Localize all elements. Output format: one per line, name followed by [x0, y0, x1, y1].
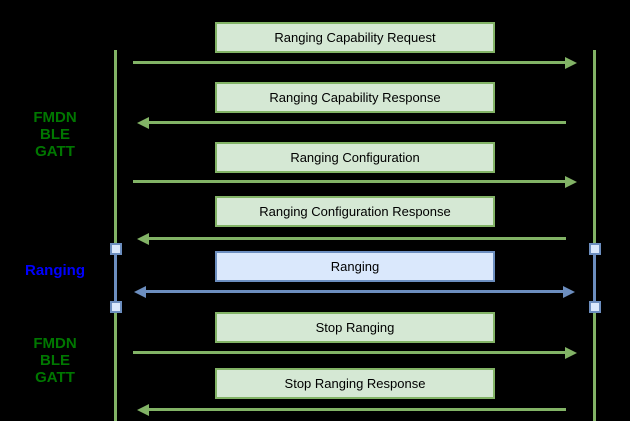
- message-box-ranging-configuration-response: Ranging Configuration Response: [215, 196, 495, 227]
- arrow-bidirectional: [134, 285, 575, 298]
- message-box-stop-ranging: Stop Ranging: [215, 312, 495, 343]
- section-label-line: BLE: [40, 352, 70, 369]
- right-lifeline: [593, 50, 596, 421]
- section-label-line: Ranging: [25, 262, 85, 279]
- ranging-activation-left: [114, 249, 117, 307]
- message-box-stop-ranging-response: Stop Ranging Response: [215, 368, 495, 399]
- section-label-fmdn-ble-gatt-bottom: FMDN BLE GATT: [0, 335, 110, 386]
- section-label-ranging: Ranging: [0, 262, 110, 279]
- arrow-left: [137, 116, 566, 129]
- message-box-ranging-capability-response: Ranging Capability Response: [215, 82, 495, 113]
- activation-endpoint: [110, 243, 122, 255]
- ranging-activation-right: [593, 249, 596, 307]
- section-label-line: GATT: [35, 369, 75, 386]
- activation-endpoint: [110, 301, 122, 313]
- arrow-left: [137, 403, 566, 416]
- left-lifeline: [114, 50, 117, 421]
- activation-endpoint: [589, 301, 601, 313]
- activation-endpoint: [589, 243, 601, 255]
- section-label-line: GATT: [35, 143, 75, 160]
- arrow-right: [133, 346, 577, 359]
- message-box-ranging: Ranging: [215, 251, 495, 282]
- arrow-right: [133, 175, 577, 188]
- message-box-ranging-configuration: Ranging Configuration: [215, 142, 495, 173]
- arrow-left: [137, 232, 566, 245]
- section-label-line: FMDN: [33, 109, 77, 126]
- section-label-line: BLE: [40, 126, 70, 143]
- arrow-right: [133, 56, 577, 69]
- section-label-fmdn-ble-gatt-top: FMDN BLE GATT: [0, 109, 110, 160]
- section-label-line: FMDN: [33, 335, 77, 352]
- message-box-ranging-capability-request: Ranging Capability Request: [215, 22, 495, 53]
